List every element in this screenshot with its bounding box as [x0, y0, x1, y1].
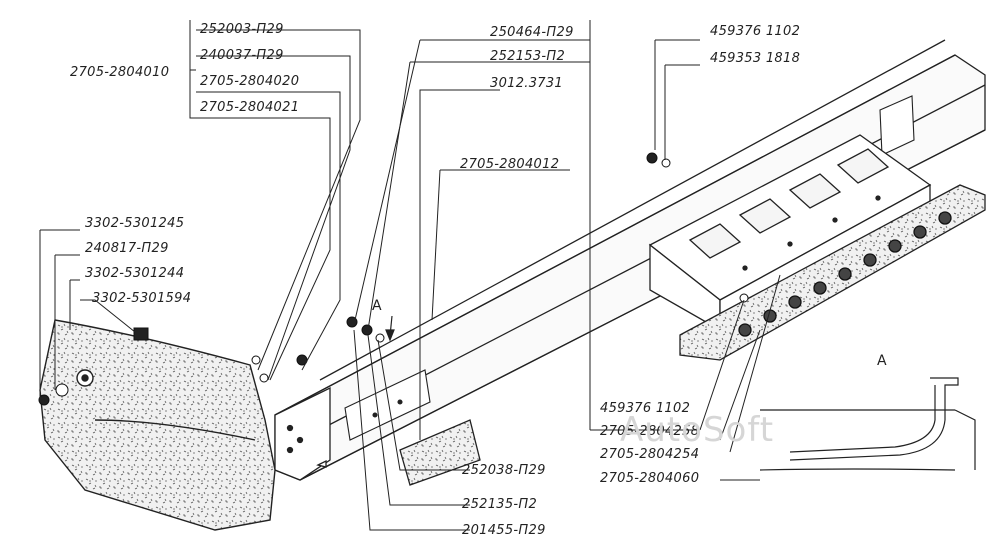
rubber-pad: [399, 419, 481, 486]
label-240037-p29: 240037-П29: [200, 48, 284, 63]
label-2705-2804254: 2705-2804254: [600, 447, 700, 462]
edge-studs: [738, 211, 952, 337]
detail-view: [759, 377, 976, 471]
fasteners: [38, 152, 749, 406]
label-2705-2804012: 2705-2804012: [460, 157, 560, 172]
label-3302-5301244: 3302-5301244: [85, 266, 185, 281]
label-252135-p2: 252135-П2: [462, 497, 538, 512]
step-slots: [688, 148, 890, 259]
label-252038-p29: 252038-П29: [462, 463, 546, 478]
label-240817-p29: 240817-П29: [85, 241, 169, 256]
watermark: AutoSoft: [620, 410, 775, 450]
label-3302-5301594: 3302-5301594: [92, 291, 192, 306]
label-3012-3731: 3012.3731: [490, 76, 564, 91]
end-bracket: [274, 386, 331, 481]
label-252003-p29: 252003-П29: [200, 22, 284, 37]
label-2705-2804060: 2705-2804060: [600, 471, 700, 486]
label-459376-1102-bottom: 459376 1102: [600, 401, 691, 416]
label-2705-2804021: 2705-2804021: [200, 100, 300, 115]
label-3302-5301245: 3302-5301245: [85, 216, 185, 231]
view-arrow: [385, 315, 395, 342]
label-2705-2804020: 2705-2804020: [200, 74, 300, 89]
screw-3302-5301245: [38, 394, 50, 406]
detail-view-label: A: [877, 353, 887, 369]
clip-3302-5301594: [133, 327, 149, 341]
label-2705-2804258: 2705-2804258: [600, 424, 700, 439]
label-2705-2804010: 2705-2804010: [70, 65, 170, 80]
label-252153-p2: 252153-П2: [490, 49, 566, 64]
view-arrow-label: A: [372, 298, 382, 314]
label-201455-p29: 201455-П29: [462, 523, 546, 538]
leader-lines: [39, 20, 781, 531]
end-cap: [39, 319, 276, 531]
label-250464-p29: 250464-П29: [490, 25, 574, 40]
beam-cutouts: [344, 95, 915, 441]
label-459376-1102-top: 459376 1102: [710, 24, 801, 39]
label-459353-1818: 459353 1818: [710, 51, 801, 66]
rubber-edge: [679, 184, 986, 361]
washer-240817: [55, 383, 69, 397]
